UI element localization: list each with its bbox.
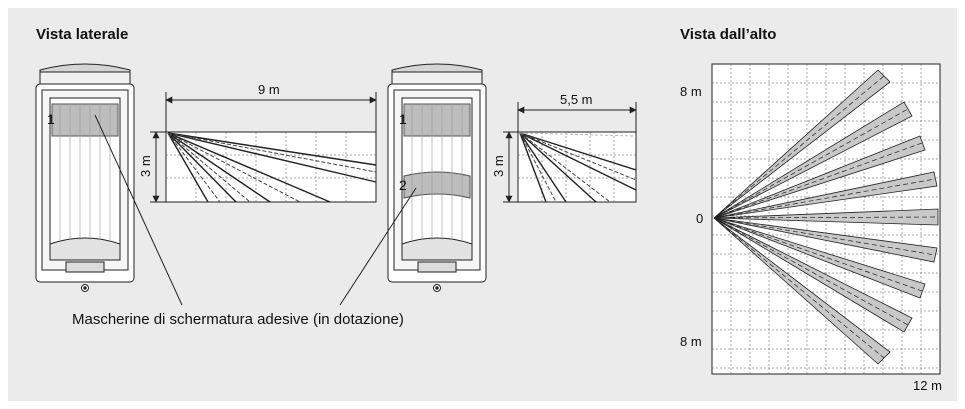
leader-line-mask-1 (94, 114, 183, 306)
top-view-beams (713, 69, 939, 365)
left-range-label: 9 m (258, 82, 280, 97)
top-view-y-top-label: 8 m (680, 84, 702, 99)
mask-2-label: 2 (399, 177, 407, 193)
left-height-label: 3 m (138, 155, 153, 177)
side-view-title: Vista laterale (36, 26, 129, 43)
leader-line-mask-2 (339, 187, 417, 306)
top-view-origin-label: 0 (696, 211, 703, 226)
range-diagram-right (503, 102, 637, 203)
right-range-label: 5,5 m (560, 92, 593, 107)
top-view-y-bottom-label: 8 m (680, 334, 702, 349)
top-view-x-label: 12 m (913, 378, 942, 393)
detector-right (387, 63, 487, 292)
detector-left (35, 63, 135, 292)
mask-1b-shape (403, 103, 471, 137)
mask-2-shape (403, 171, 471, 199)
mask-1-label: 1 (47, 111, 55, 127)
mask-1b-label: 1 (399, 111, 407, 127)
range-diagram-left (150, 92, 377, 203)
top-view-title: Vista dall’alto (680, 26, 777, 43)
caption-text: Mascherine di schermatura adesive (in do… (72, 311, 404, 328)
right-height-label: 3 m (491, 155, 506, 177)
mask-1-shape (51, 103, 119, 137)
